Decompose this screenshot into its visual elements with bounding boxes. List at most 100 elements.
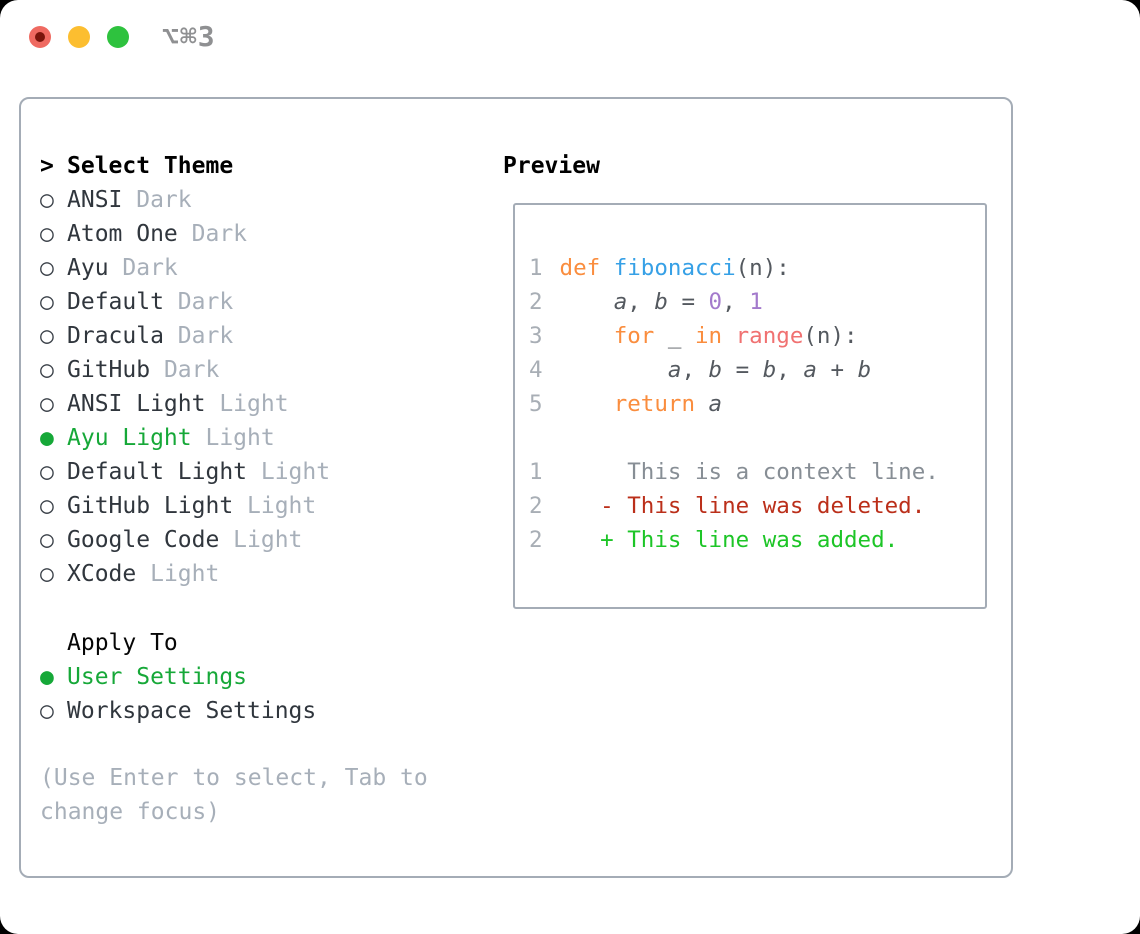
theme-variant-label: Dark [122, 255, 178, 281]
code-token: b [654, 289, 668, 315]
code-token: , [722, 289, 750, 315]
theme-variant-label: Dark [177, 289, 234, 315]
line-number: 3 [529, 323, 543, 349]
title-bar: ⌥⌘3 [0, 0, 1140, 75]
theme-list-item[interactable]: ○ Default Dark [40, 285, 330, 319]
line-number: 5 [529, 391, 543, 417]
code-line: 4 a, b = b, a + b [529, 353, 985, 387]
theme-name: ANSI Light [67, 391, 206, 417]
code-line [529, 421, 985, 455]
zoom-button[interactable] [107, 26, 129, 48]
theme-variant-label: Light [219, 391, 289, 417]
theme-variant-label: Light [260, 459, 331, 485]
theme-variant-label: Light [150, 561, 220, 587]
code-token: a [667, 357, 682, 383]
minimize-button[interactable] [68, 26, 90, 48]
radio-icon: ○ [40, 391, 54, 417]
code-token: b [762, 357, 777, 383]
code-token: , [776, 357, 804, 383]
code-token [722, 319, 736, 353]
radio-icon: ○ [40, 221, 54, 247]
theme-name: Atom One [67, 221, 178, 247]
code-token: a [708, 391, 723, 417]
radio-icon: ○ [40, 527, 54, 553]
code-line: 3 for _ in range(n): [529, 319, 985, 353]
radio-selected-icon: ● [40, 664, 54, 690]
apply-to-section: Apply To ● User Settings ○ Workspace Settin… [40, 626, 316, 728]
apply-to-title: Apply To [67, 630, 178, 656]
theme-name: Default Light [67, 459, 248, 485]
code-line: 2 a, b = 0, 1 [529, 285, 985, 319]
code-line: 1 This is a context line. [529, 455, 985, 489]
code-token: + This line was added. [559, 527, 899, 553]
select-theme-title: Select Theme [67, 153, 234, 179]
prompt-icon: > [40, 153, 54, 179]
theme-variant-label: Dark [191, 221, 248, 247]
line-number: 1 [529, 255, 543, 281]
theme-name: GitHub [67, 357, 151, 383]
code-token: b [857, 357, 872, 383]
apply-to-option[interactable]: ● User Settings [40, 660, 316, 694]
theme-variant-label: Dark [177, 323, 234, 349]
theme-name: GitHub Light [67, 493, 234, 519]
theme-list-item[interactable]: ○ Ayu Dark [40, 251, 330, 285]
code-token [695, 387, 709, 421]
theme-list-item[interactable]: ○ Atom One Dark [40, 217, 330, 251]
code-token: fibonacci [613, 255, 736, 281]
code-token: , [681, 357, 709, 383]
theme-name: Ayu Light [67, 425, 192, 451]
code-token: def [559, 255, 601, 281]
preview-title: Preview [503, 153, 600, 179]
theme-name: Google Code [67, 527, 220, 553]
close-button[interactable] [29, 26, 51, 48]
code-line: 1 def fibonacci(n): [529, 251, 985, 285]
radio-icon: ○ [40, 255, 54, 281]
radio-icon: ○ [40, 323, 54, 349]
code-token: (n): [735, 255, 790, 281]
code-token [600, 251, 614, 285]
apply-to-option-label: Workspace Settings [67, 698, 317, 724]
code-token: return [613, 391, 695, 417]
theme-name: Default [67, 289, 164, 315]
select-theme-header: > Select Theme [40, 149, 330, 183]
code-token: in [695, 323, 723, 349]
radio-icon: ○ [40, 289, 54, 315]
theme-list-item[interactable]: ○ Dracula Dark [40, 319, 330, 353]
line-number: 1 [529, 459, 543, 485]
radio-icon: ○ [40, 698, 54, 724]
code-token: 1 [749, 289, 763, 315]
radio-icon: ○ [40, 493, 54, 519]
code-token: _ [654, 323, 695, 349]
radio-icon: ○ [40, 561, 54, 587]
code-token: This is a context line. [559, 459, 939, 485]
theme-list-item[interactable]: ○ XCode Light [40, 557, 330, 591]
code-token: 0 [708, 289, 723, 315]
line-number: 2 [529, 527, 543, 553]
theme-list-item[interactable]: ○ ANSI Light Light [40, 387, 330, 421]
keyboard-hint: (Use Enter to select, Tab to change focu… [40, 765, 428, 825]
theme-variant-label: Light [205, 425, 275, 451]
theme-name: XCode [67, 561, 137, 587]
apply-to-option[interactable]: ○ Workspace Settings [40, 694, 316, 728]
theme-name: Ayu [67, 255, 109, 281]
code-line: 5 return a [529, 387, 985, 421]
code-token: + [816, 357, 858, 383]
code-token: for [613, 323, 655, 349]
radio-icon: ○ [40, 187, 54, 213]
apply-to-header-row: Apply To [40, 626, 316, 660]
code-token: a [613, 289, 628, 315]
code-token: - This line was deleted. [559, 493, 926, 519]
theme-name: Dracula [67, 323, 164, 349]
apply-to-option-label: User Settings [67, 664, 248, 690]
code-line: 2 + This line was added. [529, 523, 985, 557]
code-token: (n): [803, 323, 858, 349]
